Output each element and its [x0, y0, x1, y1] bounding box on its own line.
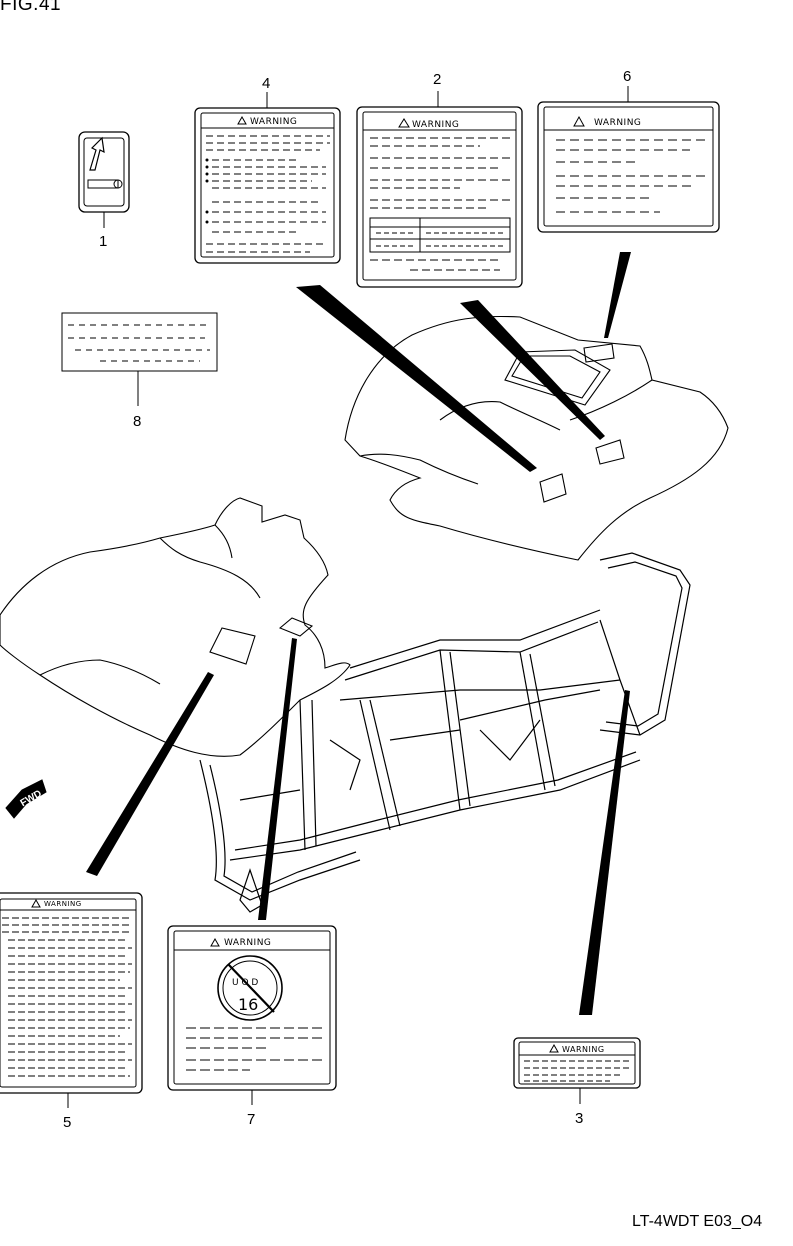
warning-label-part-3[interactable] — [513, 1037, 641, 1104]
under-16-top-text: U O D — [232, 978, 258, 988]
vehicle-frame — [199, 552, 691, 913]
callout-4: 4 — [262, 75, 270, 92]
warning-label-part-5[interactable] — [0, 892, 143, 1108]
warning-heading-5: WARNING — [44, 900, 82, 908]
leader-wedges — [86, 252, 631, 1015]
diagram-code: LT-4WDT E03_O4 — [632, 1213, 763, 1230]
warning-label-part-7[interactable] — [167, 925, 337, 1105]
warning-heading-7: WARNING — [224, 938, 271, 948]
warning-heading-6: WARNING — [594, 118, 641, 128]
callout-5: 5 — [63, 1114, 71, 1131]
warning-heading-4: WARNING — [250, 117, 297, 127]
fwd-arrow-icon — [5, 779, 47, 819]
callout-2: 2 — [433, 71, 441, 88]
front-fender — [0, 497, 351, 757]
rear-fender — [344, 315, 729, 561]
warning-heading-3: WARNING — [562, 1045, 605, 1054]
warning-label-part-6[interactable] — [537, 86, 720, 233]
callout-1: 1 — [99, 233, 107, 250]
warning-label-part-4[interactable] — [194, 92, 341, 264]
label-part-8[interactable] — [61, 312, 218, 406]
warning-heading-2: WARNING — [412, 120, 459, 130]
figure-title: FIG.41 — [0, 0, 62, 15]
warning-label-part-2[interactable] — [356, 91, 523, 288]
callout-8: 8 — [133, 413, 141, 430]
under-16-number: 16 — [238, 995, 258, 1014]
no-under-16-icon — [217, 955, 283, 1021]
callout-6: 6 — [623, 68, 631, 85]
callout-3: 3 — [575, 1110, 583, 1127]
decal-part-1[interactable] — [78, 131, 130, 228]
callout-7: 7 — [247, 1111, 255, 1128]
